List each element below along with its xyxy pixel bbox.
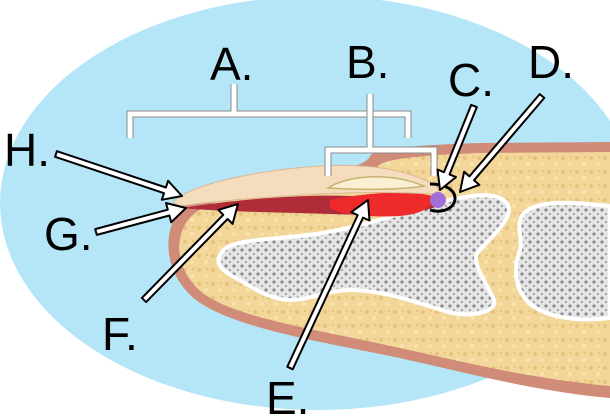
label-a: A. bbox=[210, 38, 253, 90]
label-d: D. bbox=[528, 36, 574, 88]
lunula bbox=[325, 176, 427, 191]
bracket-b bbox=[324, 94, 438, 176]
label-h: H. bbox=[4, 124, 50, 176]
bracket-a bbox=[126, 84, 412, 138]
arrow-f bbox=[140, 203, 239, 304]
arrow-g bbox=[94, 202, 187, 236]
nail-plate bbox=[173, 164, 439, 207]
label-f: F. bbox=[102, 308, 138, 360]
arrow-c bbox=[436, 103, 478, 191]
arrow-d bbox=[459, 93, 546, 193]
arrow-e bbox=[286, 199, 371, 371]
cuticle-dot bbox=[430, 192, 446, 208]
label-g: G. bbox=[44, 208, 93, 260]
middle-phalanx-bone bbox=[514, 200, 610, 322]
label-c: C. bbox=[448, 54, 494, 106]
arrows-group bbox=[54, 93, 546, 371]
arrow-h bbox=[54, 150, 183, 201]
label-e: E. bbox=[266, 372, 309, 420]
label-b: B. bbox=[346, 36, 389, 88]
